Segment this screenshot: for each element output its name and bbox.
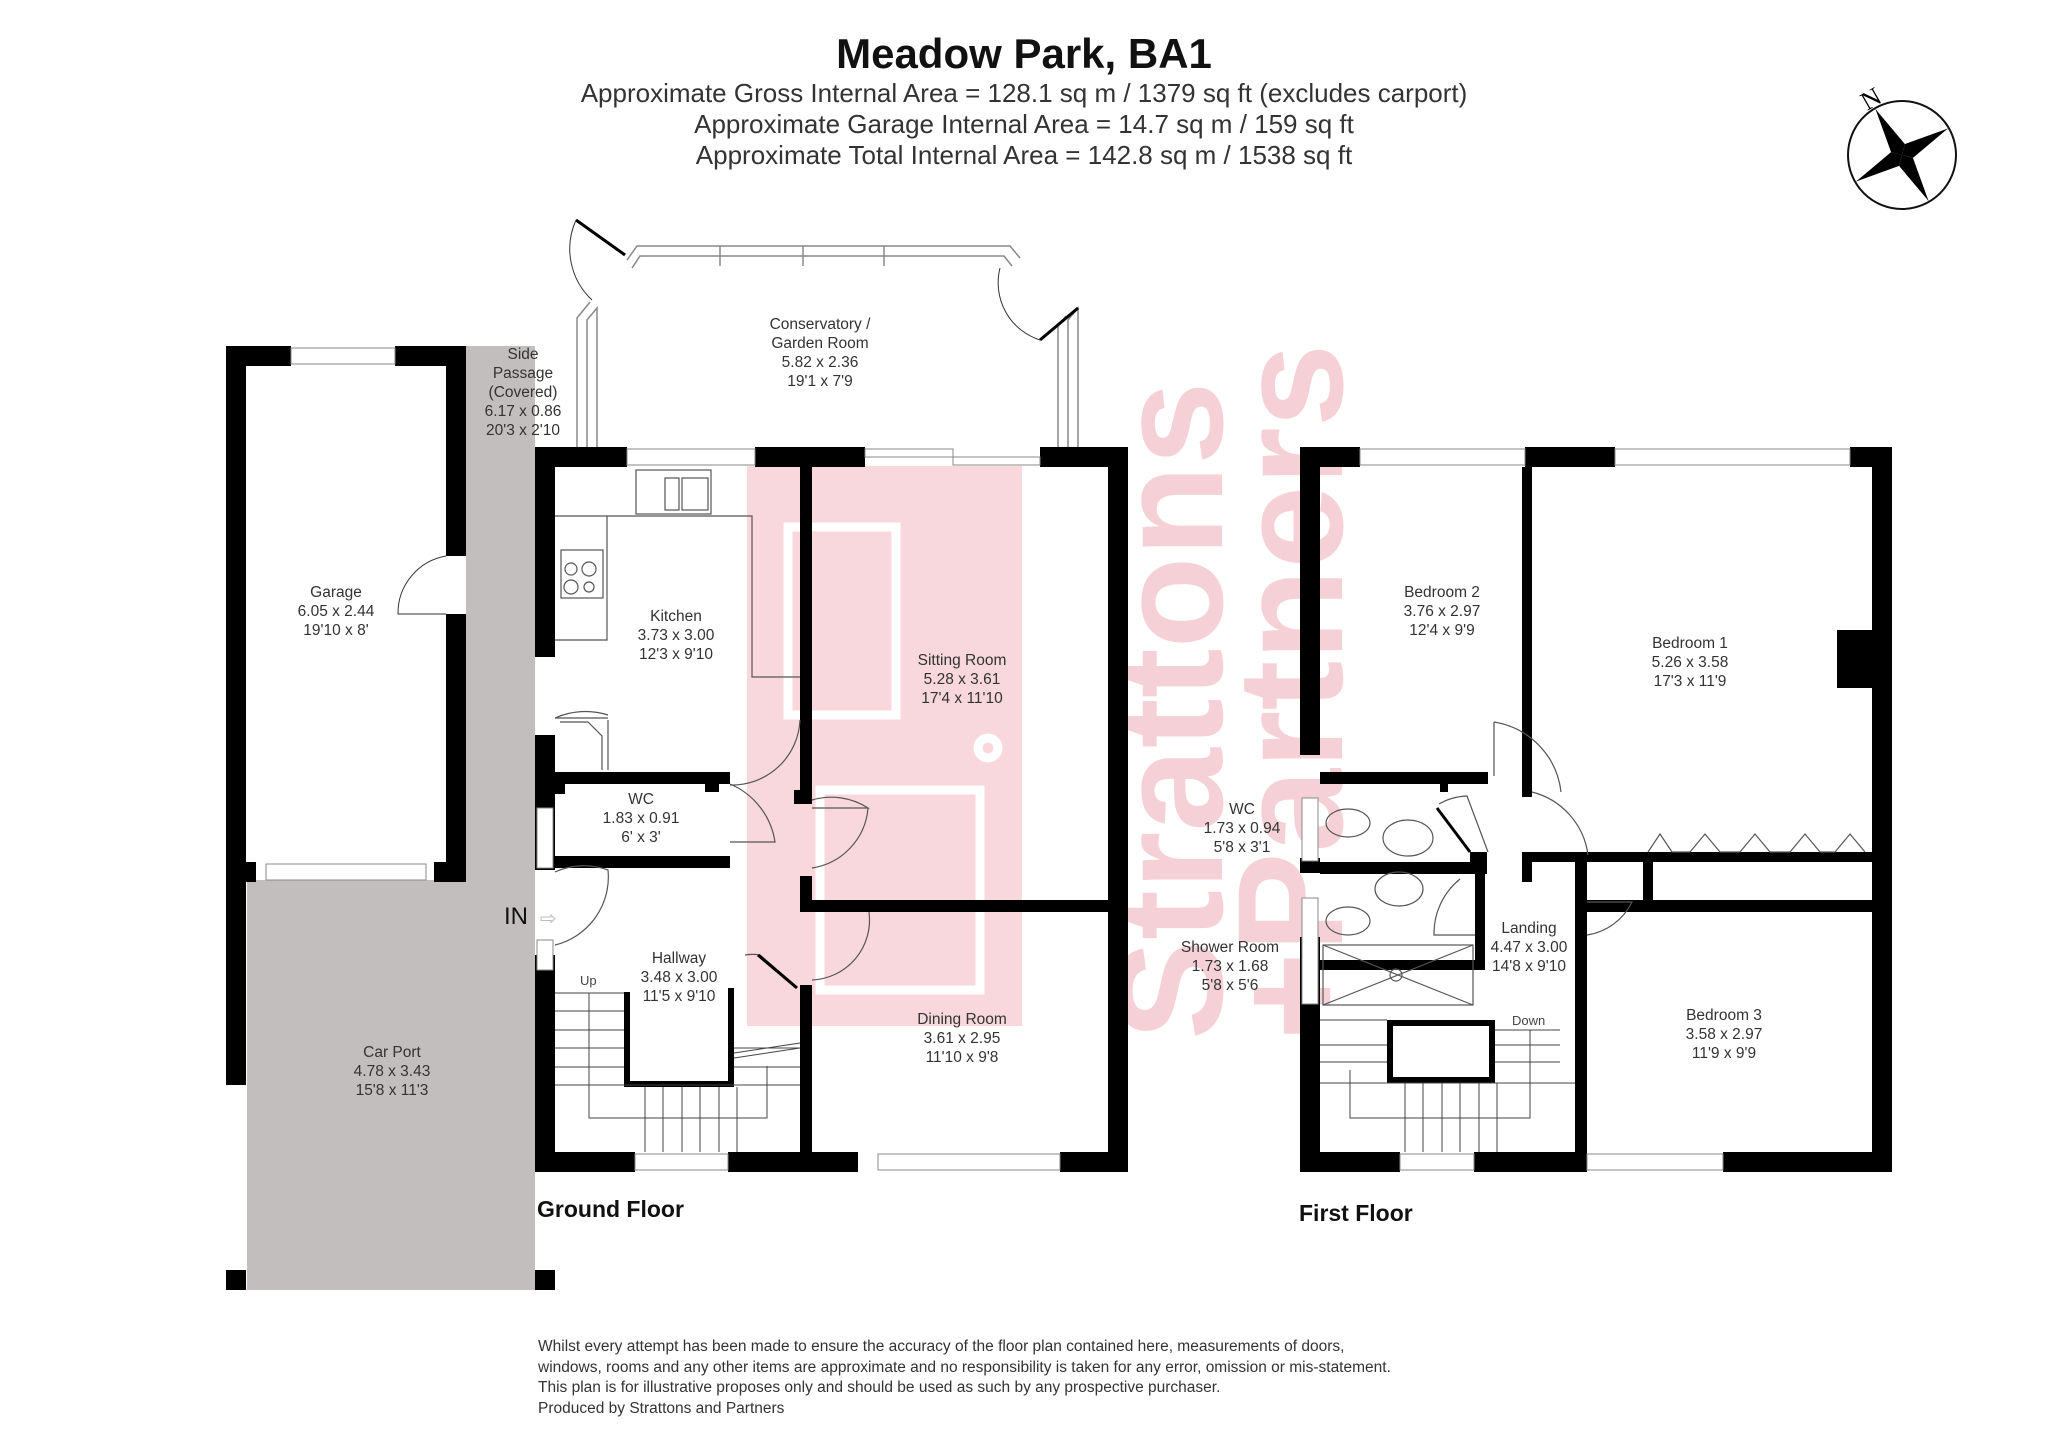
room-label-conservatory: Conservatory / Garden Room 5.82 x 2.36 1… bbox=[769, 316, 871, 390]
room-label-shower-room: Shower Room 1.73 x 1.68 5'8 x 5'6 bbox=[1180, 939, 1280, 994]
entrance-in-label: IN bbox=[504, 903, 528, 930]
room-label-first-wc: WC 1.73 x 0.94 5'8 x 3'1 bbox=[1203, 801, 1281, 856]
car-port-area bbox=[247, 880, 535, 1290]
garage-walls bbox=[226, 346, 555, 1290]
room-label-bedroom-3: Bedroom 3 3.58 x 2.97 11'9 x 9'9 bbox=[1685, 1007, 1763, 1062]
room-label-garage: Garage 6.05 x 2.44 19'10 x 8' bbox=[297, 584, 375, 639]
side-passage-area bbox=[466, 346, 535, 881]
stairs-down-label: Down bbox=[1512, 1013, 1546, 1028]
room-label-side-passage: Side Passage (Covered) 6.17 x 0.86 20'3 … bbox=[484, 346, 562, 439]
room-label-dining-room: Dining Room 3.61 x 2.95 11'10 x 9'8 bbox=[917, 1011, 1007, 1066]
kitchen-fittings bbox=[554, 469, 871, 988]
disclaimer: Whilst every attempt has been made to en… bbox=[538, 1338, 1391, 1417]
first-floor-walls bbox=[1300, 447, 1892, 1172]
ground-floor-walls bbox=[535, 447, 1128, 1172]
ground-stairs bbox=[555, 992, 801, 1152]
property-title: Meadow Park, BA1 bbox=[836, 30, 1212, 77]
compass-rose-icon: N bbox=[1840, 80, 1970, 225]
room-label-bedroom-2: Bedroom 2 3.76 x 2.97 12'4 x 9'9 bbox=[1403, 584, 1481, 639]
conservatory-frame bbox=[576, 245, 1079, 447]
room-label-kitchen: Kitchen 3.73 x 3.00 12'3 x 9'10 bbox=[637, 608, 715, 663]
first-floor-stairs bbox=[1320, 1019, 1575, 1152]
gross-internal-area: Approximate Gross Internal Area = 128.1 … bbox=[580, 78, 1468, 108]
room-label-hallway: Hallway 3.48 x 3.00 11'5 x 9'10 bbox=[640, 950, 718, 1005]
room-label-bedroom-1: Bedroom 1 5.26 x 3.58 17'3 x 11'9 bbox=[1651, 635, 1729, 690]
room-label-ground-wc: WC 1.83 x 0.91 6' x 3' bbox=[602, 791, 680, 846]
first-floor-label: First Floor bbox=[1299, 1200, 1413, 1226]
stairs-up-label: Up bbox=[580, 973, 597, 988]
entrance-arrow-icon: ⇨ bbox=[540, 908, 557, 930]
room-label-sitting-room: Sitting Room 5.28 x 3.61 17'4 x 11'10 bbox=[917, 652, 1007, 707]
total-internal-area: Approximate Total Internal Area = 142.8 … bbox=[695, 140, 1353, 170]
first-floor-fittings bbox=[1322, 721, 1866, 1006]
room-label-landing: Landing 4.47 x 3.00 14'8 x 9'10 bbox=[1490, 920, 1568, 975]
garage-internal-area: Approximate Garage Internal Area = 14.7 … bbox=[694, 109, 1354, 139]
ground-floor-label: Ground Floor bbox=[537, 1196, 684, 1222]
room-label-car-port: Car Port 4.78 x 3.43 15'8 x 11'3 bbox=[353, 1044, 431, 1099]
